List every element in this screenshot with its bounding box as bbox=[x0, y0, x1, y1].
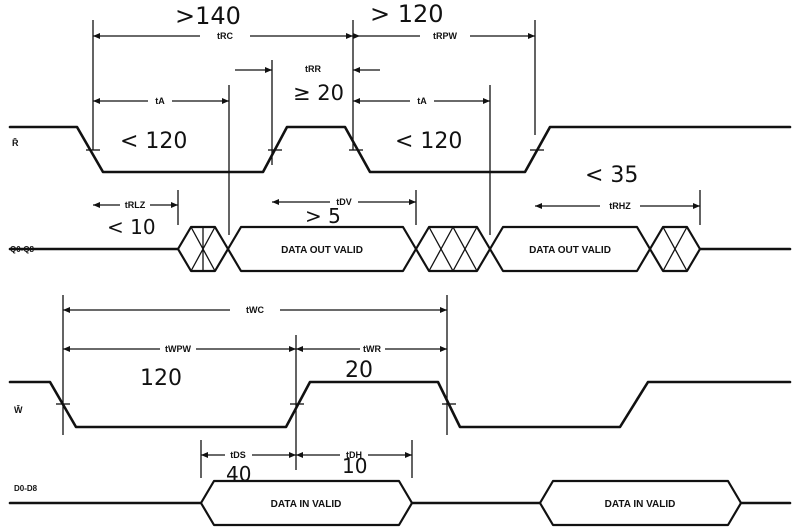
t-rr-dimension: tRR bbox=[235, 60, 380, 165]
t-a2-label: tA bbox=[417, 96, 427, 106]
t-dh-label: tDH bbox=[346, 450, 362, 460]
t-wc-label: tWC bbox=[246, 305, 264, 315]
t-rc-dimension: tRC bbox=[92, 20, 354, 150]
signal-w-label: W̄ bbox=[14, 405, 23, 415]
t-wc-dimension: tWC bbox=[62, 295, 448, 435]
annotation-a2: < 120 bbox=[395, 129, 462, 154]
annotation-wpw: 120 bbox=[140, 366, 182, 391]
data-in-valid-1: DATA IN VALID bbox=[271, 499, 342, 510]
t-wr-dimension: tWR bbox=[296, 344, 447, 354]
t-rc-label: tRC bbox=[217, 31, 233, 41]
t-a1-label: tA bbox=[155, 96, 165, 106]
t-wpw-label: tWPW bbox=[165, 344, 191, 354]
t-wr-label: tWR bbox=[363, 344, 381, 354]
t-ds-dimension: tDS bbox=[200, 440, 296, 478]
annotation-dh: 10 bbox=[342, 454, 367, 478]
t-rhz-label: tRHZ bbox=[609, 201, 631, 211]
signal-d-label: D0-D8 bbox=[14, 484, 38, 493]
t-rpw-dimension: tRPW bbox=[353, 20, 536, 135]
t-dh-dimension: tDH bbox=[296, 440, 413, 478]
annotation-rhz: < 35 bbox=[585, 163, 638, 188]
t-ds-label: tDS bbox=[230, 450, 246, 460]
t-rr-label: tRR bbox=[305, 64, 321, 74]
data-out-valid-2: DATA OUT VALID bbox=[529, 245, 611, 256]
t-rhz-dimension: tRHZ bbox=[535, 190, 701, 225]
data-in-valid-2: DATA IN VALID bbox=[605, 499, 676, 510]
annotation-rlz: < 10 bbox=[107, 215, 156, 239]
annotation-dv: > 5 bbox=[305, 204, 341, 228]
annotation-wr: 20 bbox=[345, 358, 373, 383]
q-bus bbox=[8, 225, 792, 273]
t-a2-dimension: tA bbox=[353, 85, 491, 235]
data-out-valid-1: DATA OUT VALID bbox=[281, 245, 363, 256]
t-a1-dimension: tA bbox=[93, 85, 230, 235]
annotation-rpw: > 120 bbox=[370, 0, 444, 28]
t-rlz-dimension: tRLZ bbox=[93, 190, 179, 225]
t-dv-dimension: tDV bbox=[272, 190, 417, 225]
annotation-rc: >140 bbox=[175, 2, 241, 30]
w-waveform bbox=[8, 380, 792, 429]
t-wpw-dimension: tWPW bbox=[63, 335, 297, 470]
annotation-ds: 40 bbox=[226, 462, 251, 486]
annotation-rr: ≥ 20 bbox=[293, 81, 344, 105]
signal-r-label: R̄ bbox=[12, 138, 19, 148]
d-bus bbox=[8, 479, 792, 527]
annotation-a1: < 120 bbox=[120, 129, 187, 154]
t-rlz-label: tRLZ bbox=[125, 200, 146, 210]
t-rpw-label: tRPW bbox=[433, 31, 457, 41]
t-dv-label: tDV bbox=[336, 197, 352, 207]
